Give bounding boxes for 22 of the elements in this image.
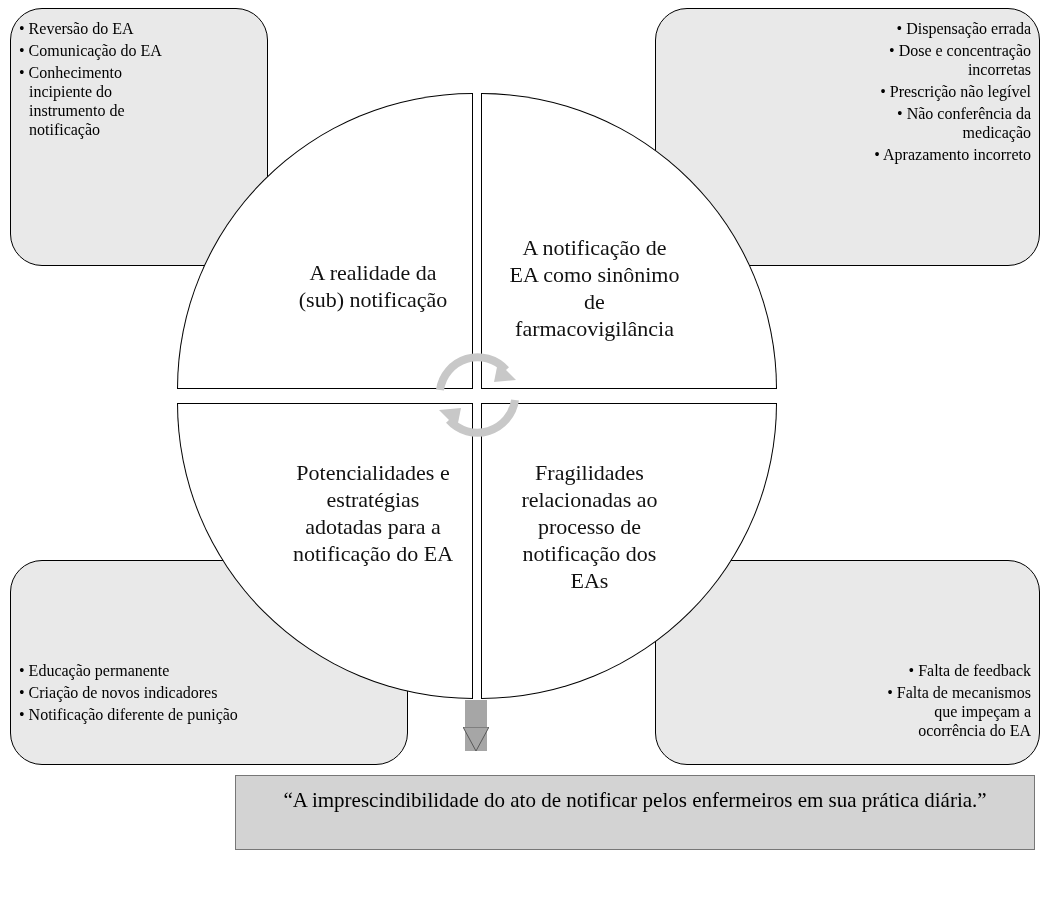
bullet-item: • Falta de mecanismos que impeçam a ocorrência do EA (886, 683, 1031, 740)
bullet-item: • Não conferência da medicação (896, 104, 1031, 142)
bullet-item: • Aprazamento incorreto (873, 145, 1031, 164)
bullet-item: • Falta de feedback (907, 661, 1031, 680)
arrow (462, 700, 490, 752)
bullet-item: • Conhecimento incipiente do instrumento de notificação (19, 63, 126, 139)
bullet-item: • Comunicação do EA (19, 41, 163, 60)
bullet-item: • Criação de novos indicadores (19, 683, 219, 702)
bullet-item: • Educação permanente (19, 661, 171, 680)
bullet-item: • Dispensação errada (895, 19, 1031, 38)
section-title: Fragilidades relacionadas ao processo de notificação dos EAs (520, 459, 659, 594)
section-title: Potencialidades e estratégias adotadas para a notificação do EA (291, 459, 455, 567)
bullet-item: • Notificação diferente de punição (19, 705, 239, 724)
note-card (655, 560, 1040, 765)
bullet-item: • Dose e concentração incorretas (888, 41, 1031, 79)
conclusion-text: “A imprescindibilidade do ato de notificar pelos enfermeiros em sua prática diária.” (283, 788, 987, 812)
bullet-item: • Prescrição não legível (879, 82, 1031, 101)
bullet-item: • Reversão do EA (19, 19, 135, 38)
note-card (10, 8, 268, 266)
conclusion-box (235, 775, 1035, 850)
section-title: A realidade da (sub) notificação (297, 259, 449, 313)
section-title: A notificação de EA como sinônimo de farmacovigilância (508, 234, 681, 342)
